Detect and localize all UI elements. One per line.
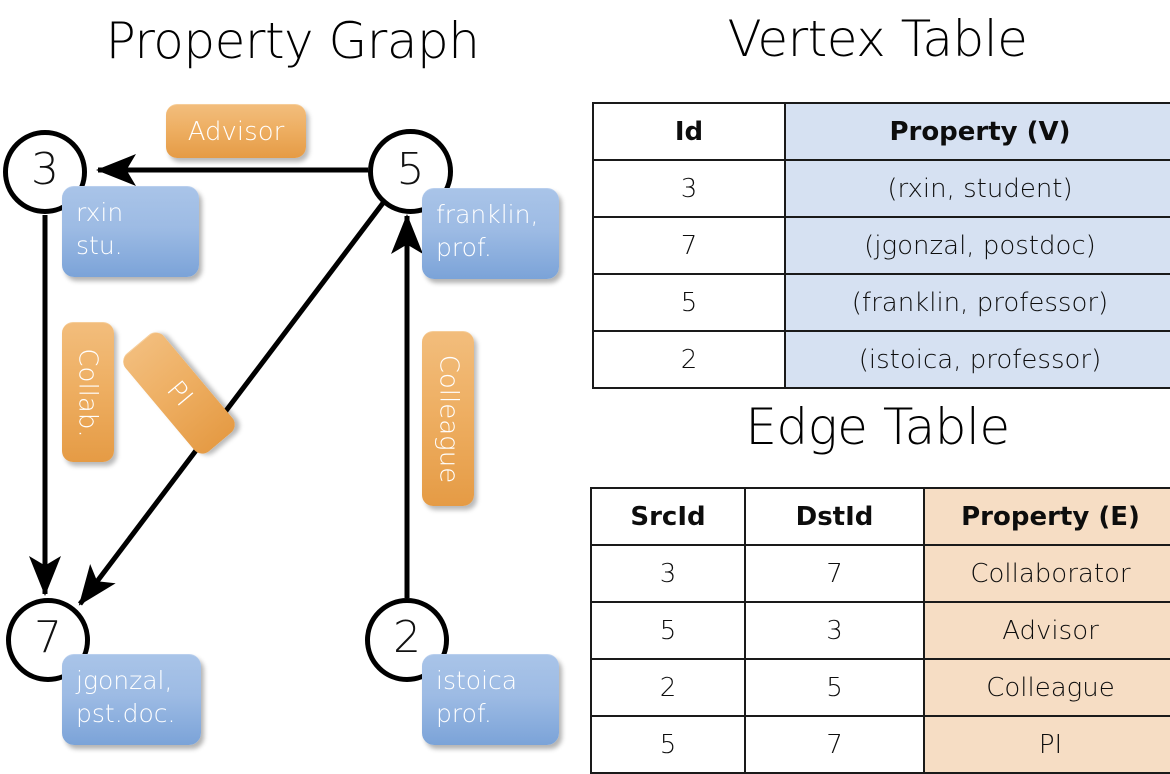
edge-row-1-property: Advisor [923, 601, 1170, 660]
graph-node-3-label: 3 [31, 144, 59, 195]
vertex-row-1-id: 7 [592, 216, 786, 275]
edge-row-2-src: 2 [590, 658, 746, 717]
vertex-row-0-property: (rxin, student) [784, 159, 1170, 218]
edge-row-2-property: Colleague [923, 658, 1170, 717]
vertex-table-col-id: Id [592, 102, 786, 161]
table-row[interactable]: 5 7 PI [590, 715, 1170, 774]
vertex-table: Id Property (V) 3 (rxin, student) 7 (jgo… [592, 102, 1170, 389]
vertex-table-col-property: Property (V) [784, 102, 1170, 161]
vertex-row-1-property: (jgonzal, postdoc) [784, 216, 1170, 275]
node-property-box-jgonzal: jgonzal, pst.doc. [62, 654, 201, 745]
graph-edges-svg [29, 154, 423, 606]
edge-row-1-src: 5 [590, 601, 746, 660]
table-row[interactable]: 5 (franklin, professor) [592, 273, 1170, 332]
edge-arrow-5-to-7 [78, 201, 385, 606]
node-property-box-franklin: franklin, prof. [422, 188, 559, 279]
node-property-box-rxin: rxin stu. [62, 186, 199, 277]
graph-node-2[interactable]: 2 [365, 598, 449, 682]
graph-node-2-label: 2 [393, 612, 421, 663]
edge-row-0-src: 3 [590, 544, 746, 603]
vertex-row-2-property: (franklin, professor) [784, 273, 1170, 332]
table-row[interactable]: 3 7 Collaborator [590, 544, 1170, 603]
edge-table-header-row: SrcId DstId Property (E) [590, 487, 1170, 546]
vertex-row-0-id: 3 [592, 159, 786, 218]
node-property-franklin-line1: franklin, [436, 200, 539, 229]
node-property-jgonzal-line1: jgonzal, [76, 666, 173, 695]
edge-table: SrcId DstId Property (E) 3 7 Collaborato… [590, 487, 1170, 774]
vertex-row-2-id: 5 [592, 273, 786, 332]
edge-table-col-property: Property (E) [923, 487, 1170, 546]
table-row[interactable]: 5 3 Advisor [590, 601, 1170, 660]
edge-label-advisor-text: Advisor [187, 116, 285, 147]
edge-label-box-advisor: Advisor [166, 104, 306, 158]
page-title-edge-table: Edge Table [745, 398, 1010, 456]
edge-label-colleague-text: Colleague [433, 354, 464, 484]
graph-node-5-label: 5 [396, 143, 425, 195]
vertex-table-header-row: Id Property (V) [592, 102, 1170, 161]
node-property-box-istoica: istoica prof. [422, 654, 559, 745]
page-title-vertex-table: Vertex Table [727, 10, 1028, 68]
vertex-row-3-id: 2 [592, 330, 786, 389]
edge-label-box-colleague: Colleague [422, 331, 474, 506]
page-title-property-graph: Property Graph [105, 12, 480, 70]
edge-label-pi-text: PI [160, 374, 199, 412]
node-property-franklin-line2: prof. [436, 232, 492, 262]
edge-row-0-property: Collaborator [923, 544, 1170, 603]
edge-row-3-dst: 7 [744, 715, 925, 774]
edge-row-2-dst: 5 [744, 658, 925, 717]
edge-table-col-dstid: DstId [744, 487, 925, 546]
edge-table-col-srcid: SrcId [590, 487, 746, 546]
property-graph-diagram: 3 5 7 2 rxin stu. franklin, prof. jgonza… [0, 0, 585, 760]
table-row[interactable]: 3 (rxin, student) [592, 159, 1170, 218]
node-property-istoica-line2: prof. [436, 698, 492, 728]
node-property-rxin-line2: stu. [76, 230, 123, 260]
node-property-rxin-line1: rxin [76, 198, 124, 227]
graph-node-5[interactable]: 5 [368, 129, 453, 214]
node-property-istoica-line1: istoica [436, 666, 518, 695]
edge-row-3-src: 5 [590, 715, 746, 774]
table-row[interactable]: 7 (jgonzal, postdoc) [592, 216, 1170, 275]
graph-node-7-label: 7 [34, 612, 62, 663]
edge-row-0-dst: 7 [744, 544, 925, 603]
edge-label-collab-text: Collab. [73, 347, 103, 438]
edge-row-3-property: PI [923, 715, 1170, 774]
vertex-row-3-property: (istoica, professor) [784, 330, 1170, 389]
node-property-jgonzal-line2: pst.doc. [76, 698, 176, 728]
table-row[interactable]: 2 5 Colleague [590, 658, 1170, 717]
edge-row-1-dst: 3 [744, 601, 925, 660]
edge-label-box-collab: Collab. [62, 322, 114, 462]
table-row[interactable]: 2 (istoica, professor) [592, 330, 1170, 389]
